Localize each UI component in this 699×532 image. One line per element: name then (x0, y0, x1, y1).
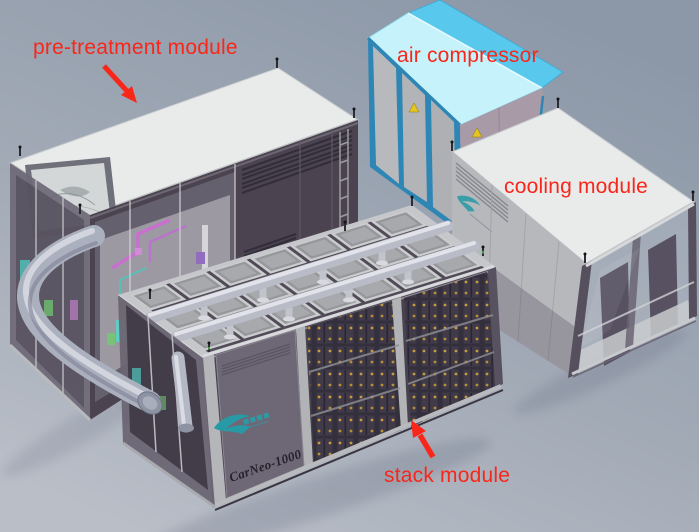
pre-treatment-arrow-shaft (102, 64, 129, 93)
annotation-arrows (102, 64, 436, 459)
pre-treatment-arrow-head (121, 86, 137, 103)
stack-arrow-head (411, 420, 426, 438)
stack-module-render: CarNeo-1000 (117, 195, 504, 511)
stack-arrow-shaft (417, 433, 436, 459)
cooling-louvers (455, 162, 509, 223)
brand-logo-small (457, 195, 481, 212)
stack-bay (404, 272, 495, 427)
lifting-pins (450, 97, 695, 263)
brand-logo (214, 412, 270, 434)
lifting-pins (18, 57, 356, 214)
label-stack-module: stack module (384, 464, 511, 487)
stack-bay (307, 301, 401, 464)
label-cooling-module: cooling module (504, 175, 649, 198)
process-pipe (17, 225, 194, 433)
lifting-pins (148, 195, 414, 352)
warning-triangle-icon (408, 102, 420, 113)
label-pre-treatment-module: pre-treatment module (33, 36, 238, 59)
label-air-compressor: air compressor (397, 44, 539, 67)
header-pipes (144, 220, 480, 343)
warning-triangle-icon (471, 127, 483, 138)
